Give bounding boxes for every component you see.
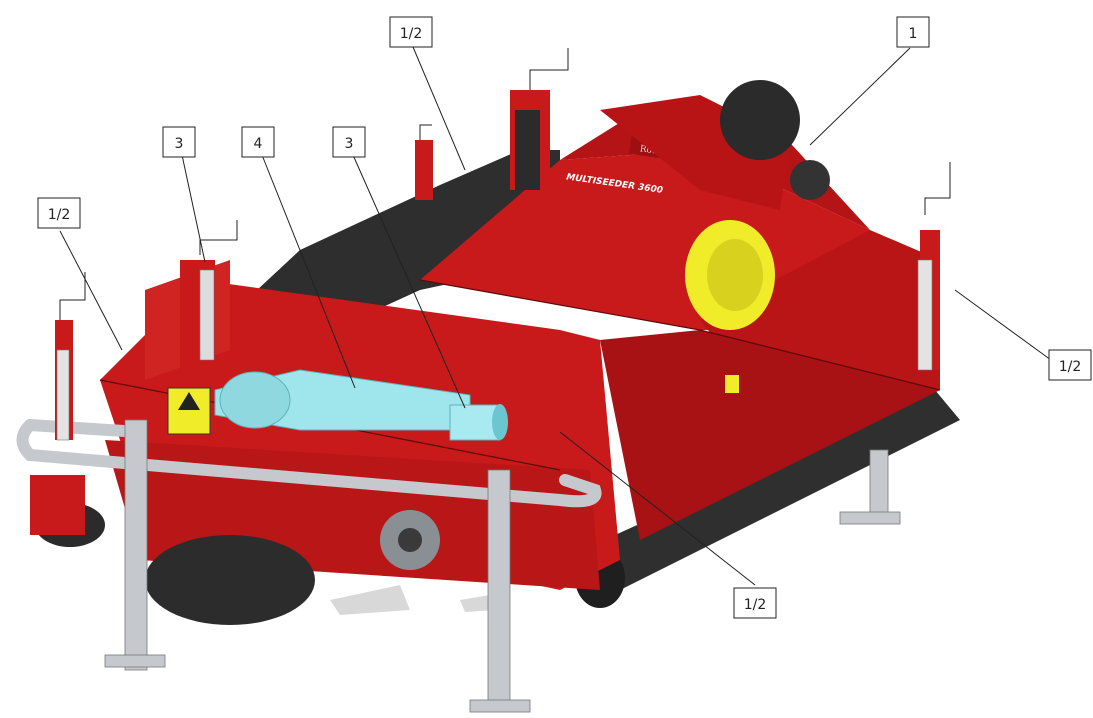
callout-3-left: 3 [162,126,196,158]
callout-4: 4 [241,126,275,158]
leader-lines [59,46,1052,586]
callout-1-2-right: 1/2 [1048,349,1092,381]
callout-1-label: 1 [909,26,918,42]
callout-3-right-label: 3 [345,136,354,152]
parking-stands [55,48,951,713]
callout-1-2-top: 1/2 [389,16,433,48]
warning-decal [167,375,739,435]
callout-1-2-bottom-label: 1/2 [744,597,767,613]
callout-1: 1 [896,16,930,48]
callout-1-2-bottom: 1/2 [733,587,777,619]
callout-1-2-left: 1/2 [37,197,81,229]
left-end-cap [30,475,105,547]
gearbox [600,80,830,330]
callout-1-2-top-label: 1/2 [400,26,423,42]
callout-1-2-right-label: 1/2 [1059,359,1082,375]
callout-1-2-left-label: 1/2 [48,207,71,223]
callout-3-left-label: 3 [175,136,184,152]
front-roller [145,510,495,625]
pto-shaft [214,369,508,441]
callout-3-right: 3 [332,126,366,158]
callout-4-label: 4 [254,136,263,152]
front-bumper [16,419,602,508]
